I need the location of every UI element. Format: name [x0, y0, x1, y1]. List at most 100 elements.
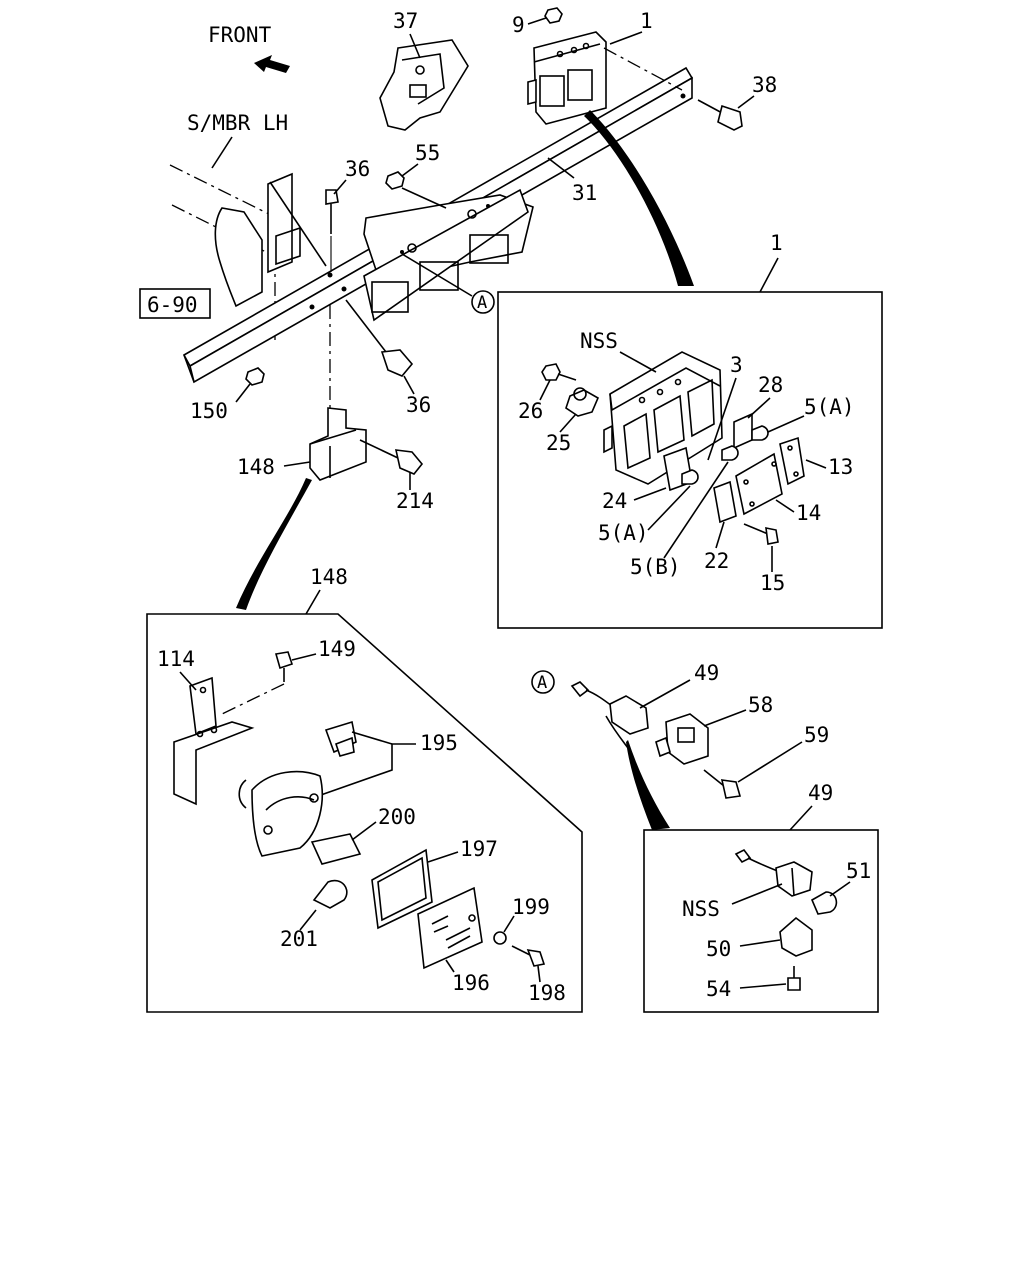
leader-14	[775, 499, 795, 513]
front-arrow-icon	[254, 55, 290, 73]
part-37-bracket	[379, 39, 469, 131]
callout-50: 50	[706, 937, 731, 961]
callout-197: 197	[460, 837, 498, 861]
detail-wedge-1	[584, 110, 694, 286]
callout-195: 195	[420, 731, 458, 755]
detail-wedge-49	[626, 740, 670, 830]
marker-a-side	[531, 670, 555, 694]
part-5b-bulb	[721, 445, 739, 461]
part-148-lamp	[309, 407, 367, 481]
part-51-bulb	[810, 891, 838, 915]
callout-55: 55	[415, 141, 440, 165]
leader-58	[703, 709, 747, 727]
leader-nss-box1	[619, 351, 657, 373]
part-1-lamp-housing	[527, 31, 607, 125]
leader-13	[805, 459, 827, 469]
detail-box-1	[497, 291, 883, 629]
part-36-bolt-lower	[345, 299, 414, 377]
detail-wedge-148	[236, 478, 312, 610]
callout-22: 22	[704, 549, 729, 573]
detail-box-49	[643, 829, 879, 1013]
leader-150	[235, 383, 251, 403]
callout-36-upper: 36	[345, 157, 370, 181]
part-25-clip	[565, 387, 600, 417]
leader-51	[829, 881, 851, 897]
part-195-socket	[324, 720, 357, 757]
part-38-bolt	[697, 99, 743, 131]
part-197-gasket	[371, 848, 433, 930]
leader-49-main	[639, 679, 691, 709]
leader-28	[747, 397, 771, 419]
part-5a-bulb-lower	[681, 469, 699, 485]
leader-1-top	[609, 31, 643, 45]
callout-149: 149	[318, 637, 356, 661]
callout-201: 201	[280, 927, 318, 951]
leader-55	[401, 163, 419, 177]
leader-26	[539, 379, 551, 401]
part-58-cover	[655, 713, 709, 765]
reference-box	[139, 288, 211, 319]
leader-37	[409, 33, 421, 59]
leader-3	[707, 377, 737, 461]
part-59-screw	[703, 769, 742, 799]
leader-24	[633, 487, 667, 501]
part-199-washer	[493, 931, 507, 945]
part-149-screw	[274, 651, 294, 682]
leader-49-box	[789, 805, 813, 831]
callout-5a-lower: 5(A)	[598, 521, 649, 545]
callout-198: 198	[528, 981, 566, 1005]
part-114-bracket	[173, 676, 255, 806]
leader-5b	[663, 461, 729, 559]
callout-49-main: 49	[694, 661, 719, 685]
part-54-screw	[787, 966, 801, 991]
leader-5a-upper	[767, 415, 805, 433]
leader-195	[317, 743, 416, 797]
leader-201	[299, 909, 317, 931]
callout-3: 3	[730, 353, 743, 377]
callout-37: 37	[393, 9, 418, 33]
reference-box-label: 6-90	[147, 293, 198, 317]
marker-a-side-label: A	[537, 673, 547, 693]
leader-200	[351, 821, 377, 841]
callout-58: 58	[748, 693, 773, 717]
callout-196: 196	[452, 971, 490, 995]
part-201-bulb	[312, 879, 348, 909]
leader-marker-a-top	[401, 253, 473, 297]
callout-148-small: 148	[237, 455, 275, 479]
side-member-lh	[214, 172, 327, 308]
leader-197	[427, 851, 459, 863]
leader-smbr	[211, 136, 233, 169]
leader-196	[445, 959, 455, 973]
part-214-bolt	[359, 439, 424, 475]
leader-22	[715, 521, 725, 549]
callout-214: 214	[396, 489, 434, 513]
side-member-label: S/MBR LH	[187, 111, 288, 135]
callout-15: 15	[760, 571, 785, 595]
leader-1-box	[759, 257, 779, 293]
leader-36-lower	[403, 375, 415, 395]
lamp-housing-148	[238, 770, 323, 857]
leader-9	[527, 17, 547, 25]
screw-149-axis	[221, 683, 285, 715]
callout-26: 26	[518, 399, 543, 423]
part-150-nut	[245, 367, 265, 386]
callout-114: 114	[157, 647, 195, 671]
leader-148-box	[305, 589, 321, 615]
leader-nss-box49	[731, 883, 783, 905]
leader-55b	[401, 187, 447, 209]
callout-38: 38	[752, 73, 777, 97]
callout-nss-box49: NSS	[682, 897, 720, 921]
callout-5b: 5(B)	[630, 555, 681, 579]
part-36-bolt-upper	[325, 189, 339, 234]
marker-a-top	[471, 290, 495, 314]
part-22-plate	[713, 480, 737, 524]
part-50-cover	[779, 916, 813, 957]
front-label: FRONT	[208, 23, 272, 47]
leader-198	[537, 965, 541, 983]
marker-a-top-label: A	[477, 293, 487, 313]
part-15-screw	[743, 523, 779, 545]
leader-5a-lower	[647, 485, 691, 531]
part-14-lens	[735, 452, 783, 516]
callout-1-top: 1	[640, 9, 653, 33]
